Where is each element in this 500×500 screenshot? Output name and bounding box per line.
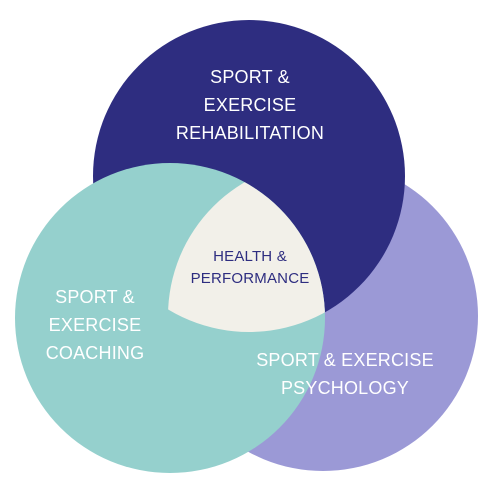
coaching-label-line-3: COACHING (45, 343, 145, 363)
psychology-label-line-1: SPORT & EXERCISE (256, 350, 434, 370)
rehabilitation-label-line-1: SPORT & (210, 67, 290, 87)
coaching-label-line-1: SPORT & (55, 287, 135, 307)
psychology-label-line-2: PSYCHOLOGY (280, 378, 410, 398)
center-label-line-1: HEALTH & (213, 248, 287, 265)
rehabilitation-label-line-2: EXERCISE (203, 95, 297, 115)
rehabilitation-label-line-3: REHABILITATION (175, 123, 325, 143)
psychology-label: SPORT & EXERCISE PSYCHOLOGY (230, 346, 460, 402)
center-label: HEALTH & PERFORMANCE (170, 246, 330, 290)
coaching-label: SPORT & EXERCISE COACHING (20, 283, 170, 367)
center-label-line-2: PERFORMANCE (190, 270, 310, 287)
rehabilitation-label: SPORT & EXERCISE REHABILITATION (150, 63, 350, 147)
coaching-label-line-2: EXERCISE (48, 315, 142, 335)
